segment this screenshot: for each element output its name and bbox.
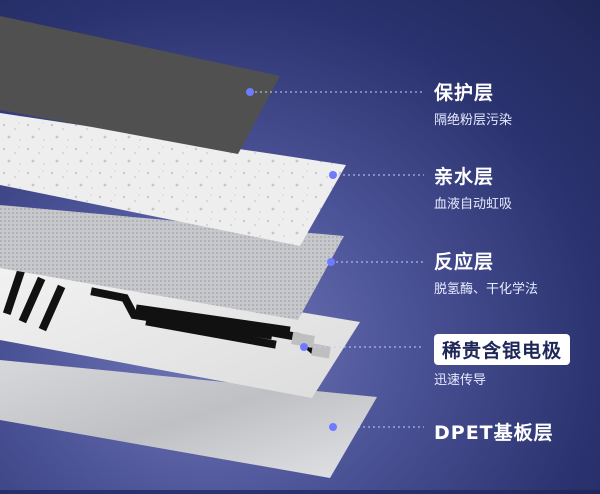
leader-lines bbox=[246, 88, 424, 431]
label-substrate: DPET基板层 bbox=[434, 418, 554, 445]
leader-dot-electrode bbox=[300, 343, 308, 351]
protective-layer bbox=[0, 16, 280, 154]
highlight-pill: 稀贵含银电极 bbox=[434, 334, 571, 365]
layer-title: 保护层 bbox=[434, 82, 495, 104]
layer-subtitle: 脱氢酶、干化学法 bbox=[434, 282, 539, 297]
layer-title: 稀贵含银电极 bbox=[434, 334, 571, 365]
layer-title: DPET基板层 bbox=[434, 422, 554, 444]
layer-subtitle: 血液自动虹吸 bbox=[434, 197, 513, 212]
layer-subtitle: 隔绝粉层污染 bbox=[434, 113, 513, 128]
layer-title: 反应层 bbox=[434, 251, 495, 273]
label-protective: 保护层隔绝粉层污染 bbox=[434, 78, 512, 128]
leader-dot-hydrophilic bbox=[329, 171, 337, 179]
leader-dot-reaction bbox=[327, 258, 335, 266]
layer-subtitle: 迅速传导 bbox=[434, 373, 487, 388]
label-reaction: 反应层脱氢酶、干化学法 bbox=[434, 247, 538, 297]
layer-title: 亲水层 bbox=[434, 166, 495, 188]
label-electrode: 稀贵含银电极迅速传导 bbox=[434, 334, 571, 388]
leader-dot-substrate bbox=[329, 423, 337, 431]
hydrophilic-layer bbox=[0, 113, 346, 246]
label-hydrophilic: 亲水层血液自动虹吸 bbox=[434, 162, 512, 212]
leader-dot-protective bbox=[246, 88, 254, 96]
electrode-layer bbox=[0, 262, 360, 398]
